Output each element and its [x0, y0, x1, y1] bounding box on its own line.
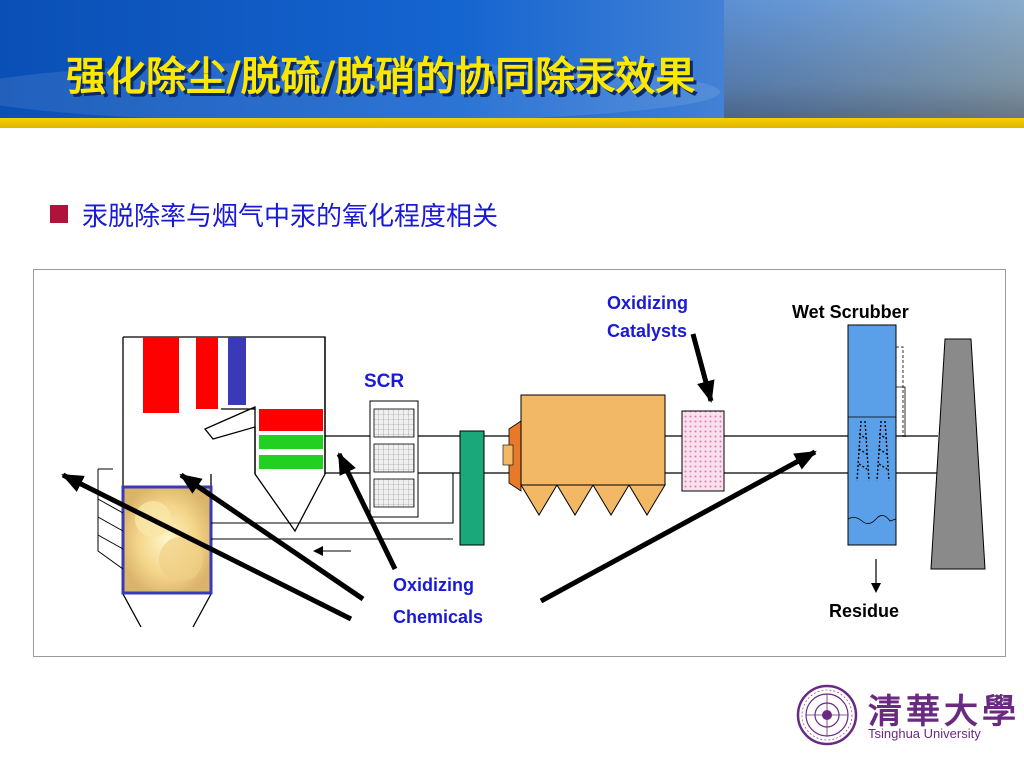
stack	[930, 338, 986, 570]
bullet-item: 汞脱除率与烟气中汞的氧化程度相关	[50, 196, 498, 232]
oxidizing-chemicals-label-line2: Chemicals	[393, 607, 483, 627]
header-divider	[0, 118, 1024, 128]
electrostatic-precipitator	[502, 394, 666, 516]
boiler	[121, 336, 326, 628]
university-name-english: Tsinghua University	[868, 726, 981, 741]
recirculation-line	[211, 473, 454, 556]
arrow-to-catalysts	[690, 333, 715, 403]
wet-scrubber-label: Wet Scrubber	[792, 302, 909, 322]
university-name-chinese: 清華大學	[868, 692, 1020, 732]
arrow-to-scrubber-inlet	[539, 449, 817, 604]
arrow-to-furnace-mid	[179, 472, 365, 602]
process-diagram: SCR Oxidizing Catalysts Wet Scrubber Oxi…	[61, 293, 986, 628]
oxidizing-catalysts-label-line2: Catalysts	[607, 321, 687, 341]
oxidizing-catalysts-label-line1: Oxidizing	[607, 293, 688, 313]
oxidizing-catalyst-block	[681, 410, 725, 492]
economizer-green-2	[259, 455, 323, 469]
arrow-to-furnace-left	[61, 472, 353, 622]
bullet-text: 汞脱除率与烟气中汞的氧化程度相关	[82, 201, 499, 232]
oxidizing-chemicals-label-line1: Oxidizing	[393, 575, 474, 595]
header-building-image	[724, 0, 1024, 120]
superheater-blue	[228, 337, 246, 405]
burner-feed-lines	[97, 468, 124, 570]
superheater-red-2	[196, 337, 218, 409]
pointer-arrows	[61, 333, 817, 622]
economizer-green-1	[259, 435, 323, 449]
wet-scrubber	[847, 324, 906, 546]
arrow-to-economizer	[336, 452, 398, 571]
superheater-red-1	[143, 337, 179, 413]
scr-reactor	[369, 400, 419, 518]
university-seal-icon	[796, 684, 858, 746]
scr-label: SCR	[364, 371, 404, 392]
reheater-red	[259, 409, 323, 431]
air-preheater	[459, 430, 485, 546]
bullet-square-icon	[50, 205, 68, 223]
residue-label: Residue	[829, 601, 899, 621]
university-logo: 清華大學 Tsinghua University	[796, 684, 1016, 748]
header-decoration	[0, 62, 720, 120]
slide-title: 强化除尘/脱硫/脱硝的协同除汞效果	[66, 54, 696, 100]
slide-header: 强化除尘/脱硫/脱硝的协同除汞效果	[0, 0, 1024, 120]
